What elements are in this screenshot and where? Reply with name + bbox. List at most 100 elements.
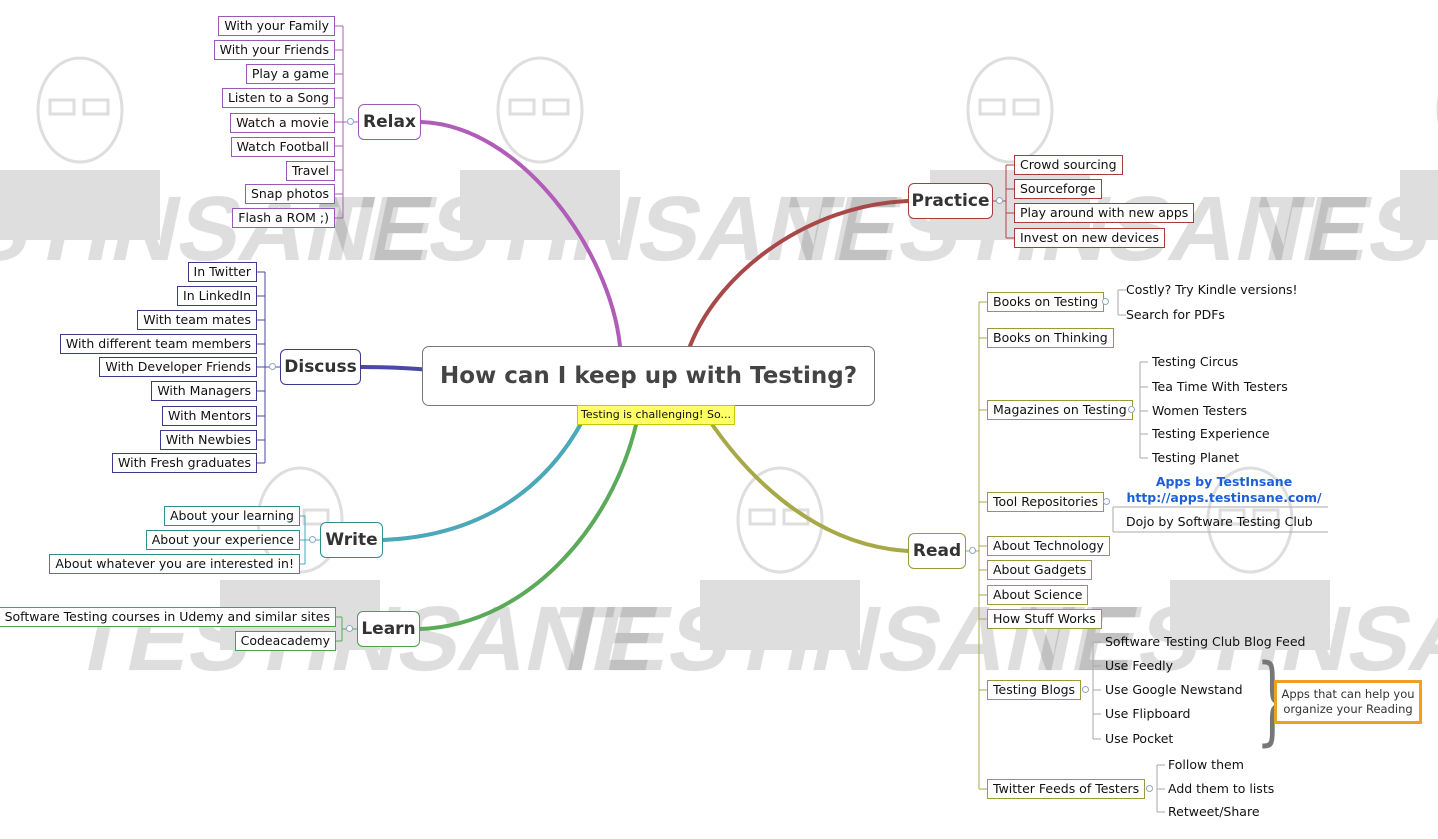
blog-item[interactable]: Use Google Newstand bbox=[1105, 682, 1243, 697]
read-tool-repositories[interactable]: Tool Repositories bbox=[987, 492, 1104, 512]
discuss-item[interactable]: With team mates bbox=[137, 310, 257, 330]
collapse-blogs-icon[interactable] bbox=[1082, 686, 1089, 693]
magazine-item[interactable]: Women Testers bbox=[1152, 403, 1247, 418]
discuss-item[interactable]: With Managers bbox=[151, 381, 257, 401]
branch-learn[interactable]: Learn bbox=[357, 611, 420, 647]
read-books-thinking[interactable]: Books on Thinking bbox=[987, 328, 1114, 348]
books-testing-child[interactable]: Costly? Try Kindle versions! bbox=[1126, 282, 1298, 297]
tools-dojo[interactable]: Dojo by Software Testing Club bbox=[1126, 514, 1313, 529]
read-about-science[interactable]: About Science bbox=[987, 585, 1089, 605]
collapse-write-icon[interactable] bbox=[309, 536, 316, 543]
watermark-glasses bbox=[1218, 508, 1246, 526]
read-how-stuff-works[interactable]: How Stuff Works bbox=[987, 609, 1102, 629]
connector-discuss bbox=[359, 365, 432, 372]
blog-item[interactable]: Use Pocket bbox=[1105, 731, 1174, 746]
watermark-head bbox=[966, 56, 1054, 164]
watermark-head bbox=[736, 466, 824, 574]
watermark-glasses bbox=[82, 98, 110, 116]
branch-discuss[interactable]: Discuss bbox=[280, 349, 361, 385]
books-testing-child[interactable]: Search for PDFs bbox=[1126, 307, 1225, 322]
connector-practice bbox=[688, 199, 910, 348]
watermark-logo: TESTINSANE bbox=[1242, 96, 1438, 280]
discuss-item[interactable]: With Fresh graduates bbox=[112, 453, 257, 473]
relax-item[interactable]: Travel bbox=[285, 161, 335, 181]
branch-read[interactable]: Read bbox=[908, 533, 966, 569]
collapse-practice-icon[interactable] bbox=[996, 197, 1003, 204]
read-testing-blogs[interactable]: Testing Blogs bbox=[987, 680, 1082, 700]
connector-write bbox=[381, 404, 592, 542]
practice-item[interactable]: Invest on new devices bbox=[1014, 228, 1166, 248]
collapse-books-icon[interactable] bbox=[1102, 298, 1109, 305]
twitter-item[interactable]: Retweet/Share bbox=[1168, 804, 1260, 819]
learn-item[interactable]: Software Testing courses in Udemy and si… bbox=[0, 607, 336, 627]
practice-item[interactable]: Play around with new apps bbox=[1014, 203, 1195, 223]
blog-item[interactable]: Use Flipboard bbox=[1105, 706, 1191, 721]
magazine-item[interactable]: Testing Circus bbox=[1152, 354, 1239, 369]
blog-item[interactable]: Software Testing Club Blog Feed bbox=[1105, 634, 1306, 649]
branch-write[interactable]: Write bbox=[320, 522, 383, 558]
collapse-learn-icon[interactable] bbox=[346, 625, 353, 632]
discuss-item[interactable]: With Newbies bbox=[159, 430, 257, 450]
branch-practice[interactable]: Practice bbox=[908, 183, 993, 219]
read-twitter-feeds[interactable]: Twitter Feeds of Testers bbox=[987, 779, 1146, 799]
discuss-item[interactable]: In Twitter bbox=[187, 262, 257, 282]
watermark-glasses bbox=[748, 508, 776, 526]
reading-apps-callout[interactable]: Apps that can help you organize your Rea… bbox=[1274, 680, 1422, 724]
discuss-item[interactable]: With Mentors bbox=[162, 406, 257, 426]
connector-relax bbox=[419, 120, 622, 348]
callout-line: Apps that can help you bbox=[1281, 687, 1415, 701]
read-about-gadgets[interactable]: About Gadgets bbox=[987, 560, 1093, 580]
practice-item[interactable]: Crowd sourcing bbox=[1014, 155, 1123, 175]
blog-item[interactable]: Use Feedly bbox=[1105, 658, 1174, 673]
watermark-glasses bbox=[978, 98, 1006, 116]
discuss-item[interactable]: With different team members bbox=[59, 334, 257, 354]
apps-testinsane-link[interactable]: http://apps.testinsane.com/ bbox=[1126, 490, 1322, 505]
watermark-glasses bbox=[1252, 508, 1280, 526]
twitter-item[interactable]: Add them to lists bbox=[1168, 781, 1275, 796]
watermark-glasses bbox=[508, 98, 536, 116]
learn-item[interactable]: Codeacademy bbox=[234, 631, 336, 651]
watermark-glasses bbox=[302, 508, 330, 526]
central-note[interactable]: Testing is challenging! So... bbox=[577, 405, 735, 425]
relax-item[interactable]: With your Friends bbox=[213, 40, 335, 60]
relax-item[interactable]: Watch a movie bbox=[230, 113, 335, 133]
read-books-testing[interactable]: Books on Testing bbox=[987, 292, 1105, 312]
watermark-laptop bbox=[1400, 170, 1438, 240]
relax-item[interactable]: Listen to a Song bbox=[221, 88, 335, 108]
watermark-head bbox=[36, 56, 124, 164]
collapse-discuss-icon[interactable] bbox=[269, 363, 276, 370]
connector-learn bbox=[418, 404, 642, 631]
apps-testinsane-title[interactable]: Apps by TestInsane bbox=[1155, 474, 1293, 489]
relax-item[interactable]: Watch Football bbox=[230, 137, 335, 157]
magazine-item[interactable]: Testing Planet bbox=[1152, 450, 1240, 465]
watermark-head bbox=[496, 56, 584, 164]
relax-item[interactable]: Play a game bbox=[245, 64, 335, 84]
connector-read bbox=[698, 404, 910, 553]
discuss-item[interactable]: In LinkedIn bbox=[177, 286, 257, 306]
collapse-tools-icon[interactable] bbox=[1103, 498, 1110, 505]
relax-item[interactable]: With your Family bbox=[218, 16, 335, 36]
magazine-item[interactable]: Testing Experience bbox=[1152, 426, 1270, 441]
magazine-item[interactable]: Tea Time With Testers bbox=[1152, 379, 1288, 394]
watermark-glasses bbox=[1012, 98, 1040, 116]
twitter-item[interactable]: Follow them bbox=[1168, 757, 1244, 772]
collapse-read-icon[interactable] bbox=[969, 547, 976, 554]
write-item[interactable]: About whatever you are interested in! bbox=[49, 554, 300, 574]
central-topic[interactable]: How can I keep up with Testing? bbox=[422, 346, 875, 406]
collapse-magazines-icon[interactable] bbox=[1128, 406, 1135, 413]
callout-line: organize your Reading bbox=[1283, 702, 1413, 716]
read-about-technology[interactable]: About Technology bbox=[987, 536, 1110, 556]
write-item[interactable]: About your experience bbox=[145, 530, 300, 550]
watermark-laptop bbox=[700, 580, 860, 650]
write-item[interactable]: About your learning bbox=[163, 506, 300, 526]
collapse-relax-icon[interactable] bbox=[347, 118, 354, 125]
relax-item[interactable]: Flash a ROM ;) bbox=[232, 208, 335, 228]
practice-item[interactable]: Sourceforge bbox=[1014, 179, 1102, 199]
read-magazines[interactable]: Magazines on Testing bbox=[987, 400, 1133, 420]
watermark-glasses bbox=[542, 98, 570, 116]
discuss-item[interactable]: With Developer Friends bbox=[99, 357, 257, 377]
branch-relax[interactable]: Relax bbox=[358, 104, 421, 140]
relax-item[interactable]: Snap photos bbox=[245, 184, 335, 204]
collapse-twitter-icon[interactable] bbox=[1146, 785, 1153, 792]
